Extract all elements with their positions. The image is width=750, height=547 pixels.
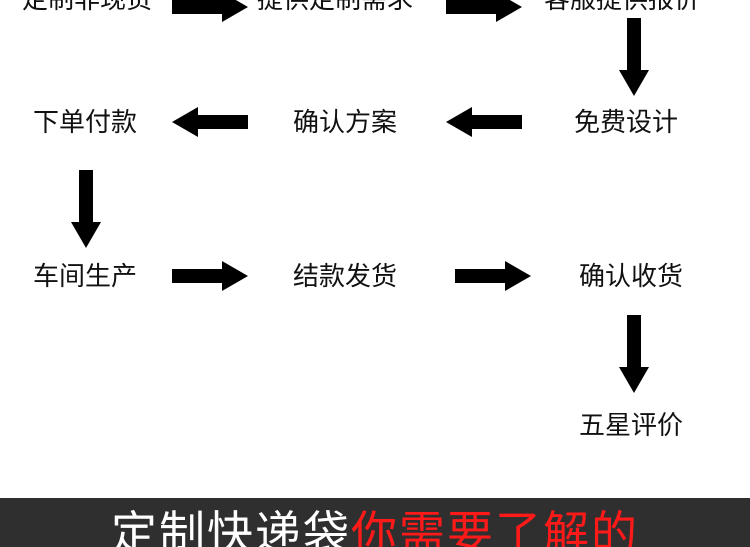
step-order-payment: 下单付款 <box>33 108 138 138</box>
arrow-right-icon <box>455 261 531 291</box>
step-confirm-receipt: 确认收货 <box>579 262 684 292</box>
arrow-right-icon <box>446 0 522 22</box>
bottom-banner: 定制快递袋你需要了解的 <box>0 498 750 547</box>
arrow-right-icon <box>172 261 248 291</box>
arrow-down-icon <box>71 170 101 248</box>
step-confirm-plan: 确认方案 <box>293 108 398 138</box>
step-settle-ship: 结款发货 <box>293 262 398 292</box>
arrow-down-icon <box>619 18 649 96</box>
step-service-quote: 客服提供报价 <box>544 0 701 15</box>
banner-title-prefix: 定制快递袋 <box>111 506 351 547</box>
arrow-right-icon <box>172 0 248 22</box>
step-free-design: 免费设计 <box>574 108 679 138</box>
step-provide-requirements: 提供定制需求 <box>257 0 414 15</box>
arrow-left-icon <box>446 107 522 137</box>
step-workshop-production: 车间生产 <box>33 262 138 292</box>
step-custom-non-stock: 定制非现货 <box>22 0 153 15</box>
banner-title: 定制快递袋你需要了解的 <box>0 510 750 547</box>
banner-title-highlight: 你需要了解的 <box>351 506 639 547</box>
arrow-down-icon <box>619 315 649 393</box>
step-five-star-review: 五星评价 <box>579 411 684 441</box>
arrow-left-icon <box>172 107 248 137</box>
